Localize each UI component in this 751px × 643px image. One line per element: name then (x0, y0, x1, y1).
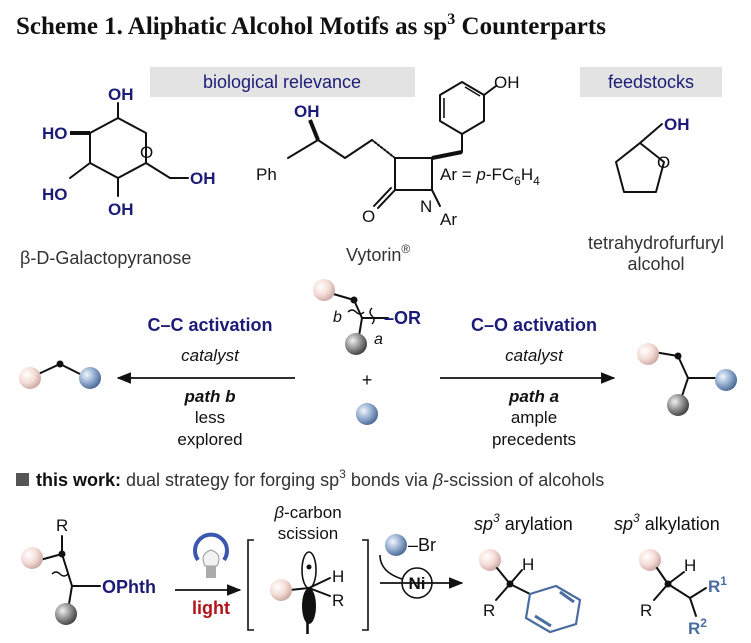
center-pink-sphere (313, 279, 335, 301)
cc-product-pink-sphere (19, 367, 41, 389)
beta-scission-line1: β-carbon (273, 503, 341, 522)
this-work-square-icon (16, 473, 29, 486)
scheme-title: Scheme 1. Aliphatic Alcohol Motifs as sp… (16, 11, 606, 40)
arylation-r: R (483, 601, 495, 620)
this-work-line: this work: dual strategy for forging sp3… (36, 467, 604, 490)
alkylation-r2: R2 (688, 616, 707, 638)
phth-pink-sphere (21, 547, 43, 569)
arylation-product (495, 567, 582, 634)
br-label: –Br (408, 535, 436, 555)
galacto-oh-right: OH (190, 169, 216, 188)
vytorin-oh-top: OH (294, 102, 320, 121)
arylation-h: H (522, 555, 534, 574)
co-product-pink-sphere (637, 343, 659, 365)
galacto-oh-bottom: OH (108, 200, 134, 219)
alkylation-title: sp3 alkylation (614, 511, 720, 534)
galacto-ho-bottom-left: HO (42, 185, 68, 204)
center-or: –OR (384, 308, 421, 328)
co-product (653, 351, 719, 403)
galacto-name: β-D-Galactopyranose (20, 248, 191, 268)
light-bulb-icon (193, 532, 229, 578)
intermediate-h: H (332, 567, 344, 586)
center-plus: + (362, 370, 373, 390)
phth-r: R (56, 516, 68, 535)
intermediate-r: R (332, 591, 344, 610)
light-label: light (192, 598, 230, 618)
thff-name-line1: tetrahydrofurfuryl (588, 233, 724, 253)
alkylation-r: R (640, 601, 652, 620)
co-note2: precedents (492, 430, 576, 449)
co-activation-title: C–O activation (471, 315, 597, 335)
center-blue-sphere (356, 403, 378, 425)
thff-oh: OH (664, 115, 690, 134)
galacto-ho-left: HO (42, 124, 68, 143)
alkylation-r1: R1 (708, 574, 727, 596)
vytorin-ar-def: Ar = p-FC6H4 (440, 165, 540, 188)
vytorin-oh-phenol: OH (494, 73, 520, 92)
br-blue-sphere (385, 534, 407, 556)
co-path: path a (508, 387, 559, 406)
center-b: b (333, 309, 342, 326)
cc-product (33, 360, 85, 377)
radical-intermediate (289, 551, 331, 624)
co-catalyst: catalyst (505, 346, 564, 365)
thff-name-line2: alcohol (627, 254, 684, 274)
vytorin-o-carbonyl: O (362, 207, 375, 226)
galacto-ring-o: O (140, 143, 153, 162)
vytorin-structure (287, 81, 497, 209)
co-product-blue-sphere (715, 369, 737, 391)
intermediate-label: I (305, 618, 310, 638)
alkylation-pink-sphere (639, 549, 661, 571)
cc-catalyst: catalyst (181, 346, 240, 365)
alkylation-product (653, 567, 707, 617)
thff-structure (615, 123, 665, 193)
center-substrate (329, 292, 389, 343)
phth-ophth: OPhth (102, 577, 156, 597)
beta-scission-line2: scission (278, 524, 338, 543)
thff-ring-o: O (657, 153, 670, 172)
intermediate-bracket-left (247, 539, 254, 631)
arylation-pink-sphere (479, 549, 501, 571)
vytorin-ar: Ar (440, 210, 457, 229)
cc-note1: less (195, 408, 225, 427)
galacto-oh-top: OH (108, 85, 134, 104)
phth-gray-sphere (55, 603, 77, 625)
cc-note2: explored (177, 430, 242, 449)
cc-activation-title: C–C activation (147, 315, 272, 335)
cc-path: path b (184, 387, 236, 406)
intermediate-pink-sphere (270, 579, 292, 601)
alkylation-h: H (684, 556, 696, 575)
center-gray-sphere (345, 333, 367, 355)
arylation-title: sp3 arylation (474, 511, 573, 534)
intermediate-bracket-right (362, 539, 369, 631)
vytorin-ph: Ph (256, 165, 277, 184)
bio-relevance-label: biological relevance (203, 72, 361, 92)
vytorin-n: N (420, 197, 432, 216)
co-product-gray-sphere (667, 394, 689, 416)
vytorin-name: Vytorin® (346, 242, 410, 265)
phth-substrate (39, 535, 101, 611)
feedstocks-box (580, 67, 722, 97)
co-note1: ample (511, 408, 557, 427)
cc-product-blue-sphere (79, 367, 101, 389)
bio-relevance-box (150, 67, 415, 97)
center-a: a (374, 331, 383, 348)
feedstocks-label: feedstocks (608, 72, 694, 92)
galactopyranose-structure (69, 102, 189, 197)
